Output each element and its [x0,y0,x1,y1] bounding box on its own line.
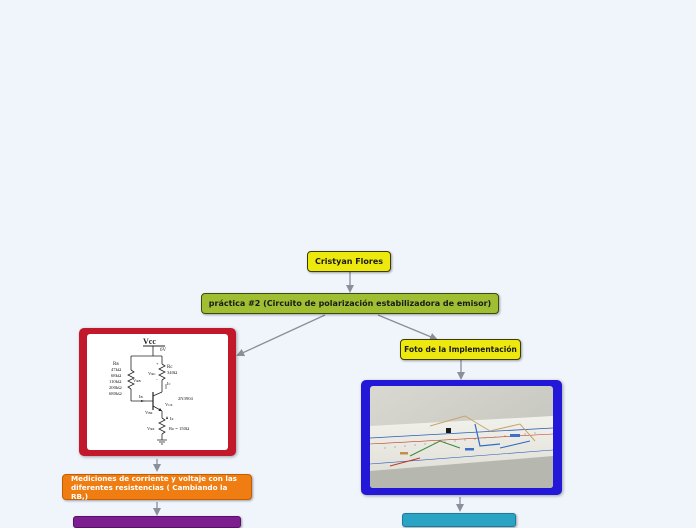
transistor-model: 2N3904 [178,396,194,401]
breadboard-photo [370,386,553,488]
ic-label: Ic [167,381,171,386]
vre-label: Vʀᴇ [147,426,155,431]
vce-label: Vᴄᴇ [165,402,173,407]
rb-value: 68kΩ [111,373,122,378]
rc-plus: + [156,361,159,366]
photo-topic-label: Foto de la Implementación [404,344,517,354]
rb-resistor [127,369,135,390]
rb-value: 47kΩ [111,367,122,372]
root-topic[interactable]: Cristyan Flores [307,251,391,272]
rc-label: Rc [167,365,173,370]
practice-topic-label: práctica #2 (Circuito de polarización es… [208,298,492,308]
next-topic-right[interactable] [402,513,516,527]
vbe-label: Vʙᴇ [145,410,153,415]
practice-topic[interactable]: práctica #2 (Circuito de polarización es… [201,293,499,314]
root-topic-label: Cristyan Flores [314,256,384,266]
circuit-schematic: Vcc 6V Rʙ 47kΩ 68kΩ 110kΩ 200kΩ 680kΩ Vʀ… [109,337,194,445]
rb-value: 110kΩ [109,379,122,384]
ie-label: Iᴇ [170,416,174,421]
re-resistor [158,417,166,435]
re-label: Rᴇ = 150Ω [169,426,190,431]
photo-topic[interactable]: Foto de la Implementación [400,339,521,360]
rc-resistor [158,363,166,381]
connector-practice-schematic [236,314,326,357]
measurements-topic-label: Mediciones de corriente y voltaje con la… [71,473,237,501]
rc-minus: - [156,377,158,382]
measurements-topic[interactable]: Mediciones de corriente y voltaje con la… [62,473,252,501]
vrc-label: Vʀᴄ [148,371,156,376]
photo-image-node[interactable] [361,380,562,495]
vrb-label: Vʀʙ [133,378,142,383]
vcc-title: Vcc [143,337,156,346]
connector-practice-photo-topic [377,314,438,341]
rb-label: Rʙ [113,362,119,367]
rb-value: 680kΩ [109,391,122,396]
supply-voltage: 6V [160,348,167,353]
schematic-image-node[interactable]: Vcc 6V Rʙ 47kΩ 68kΩ 110kΩ 200kΩ 680kΩ Vʀ… [79,328,236,456]
rc-value: 340Ω [167,370,178,375]
rb-value: 200kΩ [109,385,122,390]
ib-label: Iʙ [139,394,144,399]
next-topic-left[interactable] [73,516,241,528]
